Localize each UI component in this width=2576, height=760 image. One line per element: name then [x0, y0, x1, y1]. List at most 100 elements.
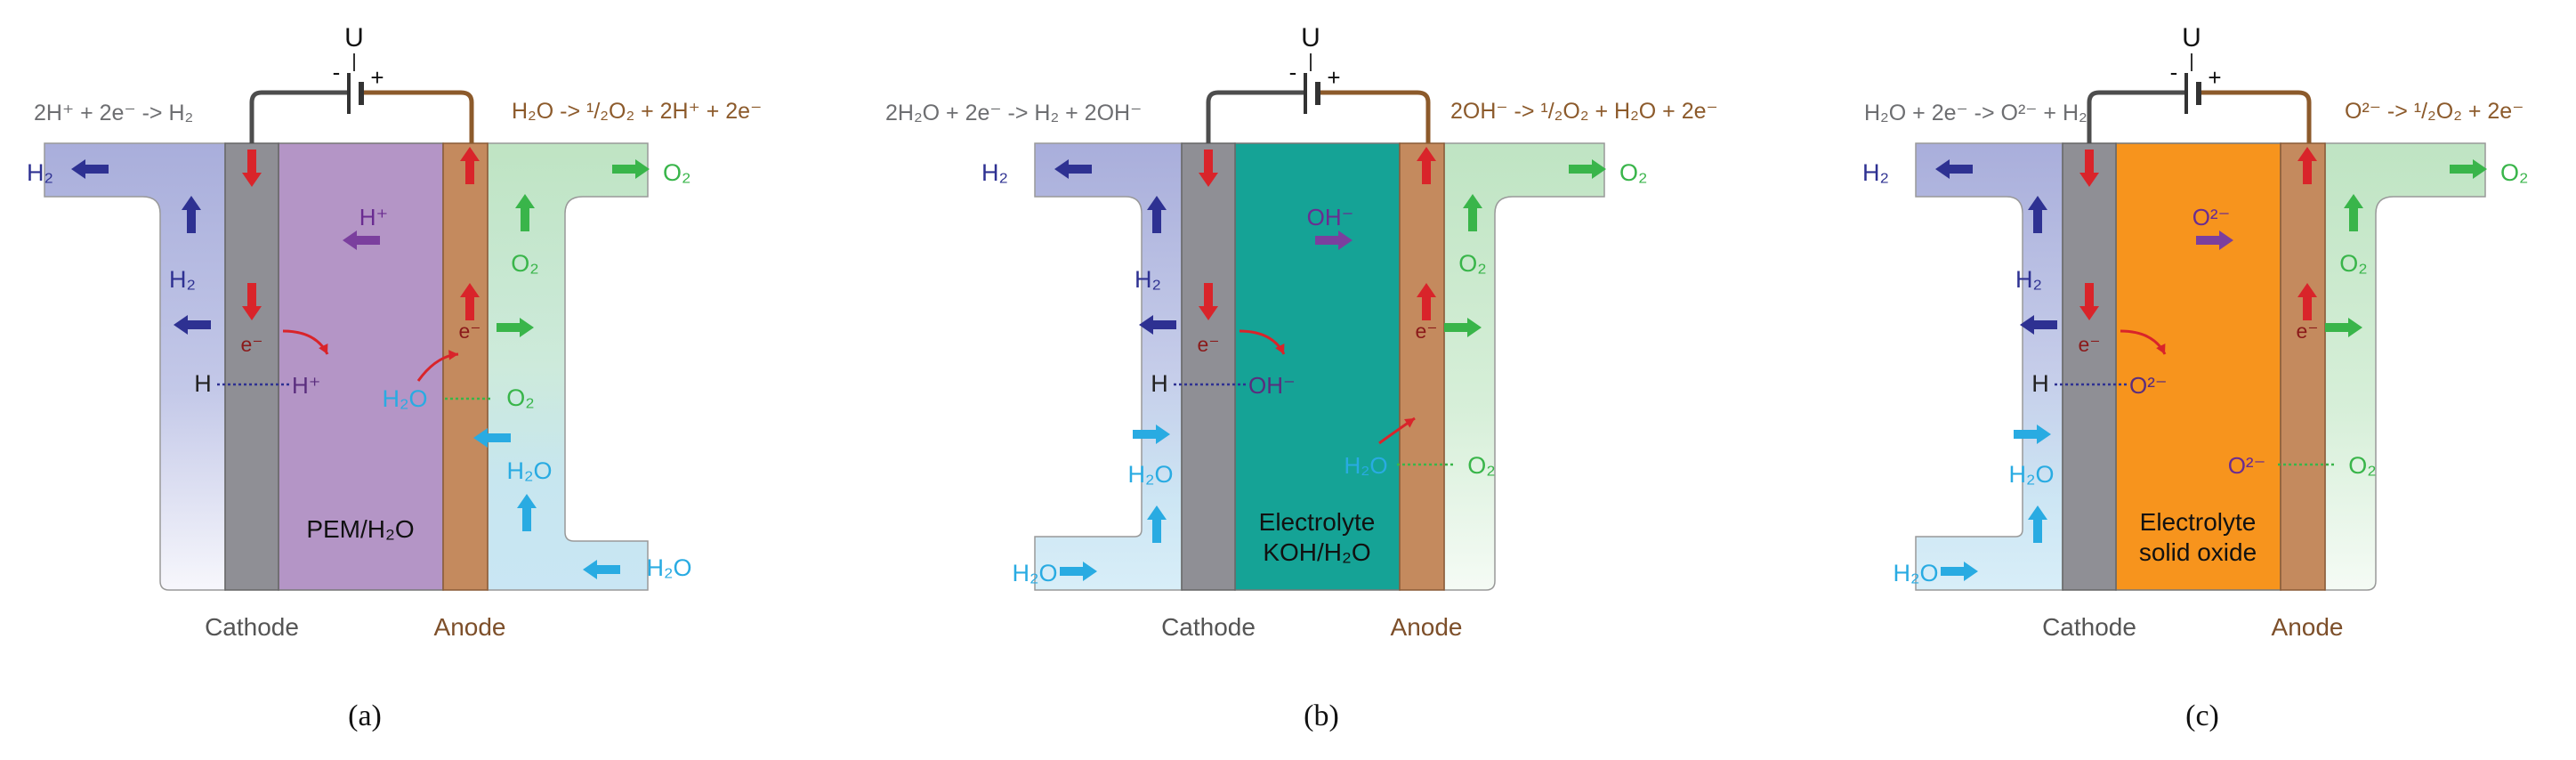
cathode-gas-channel — [1034, 142, 1183, 591]
electrolyte-label: KOH/H₂O — [1263, 538, 1370, 566]
h2-up-arrow — [182, 196, 201, 233]
h2o-label: H₂O — [1128, 461, 1174, 488]
h2o-inlet-label: H₂O — [647, 554, 692, 581]
electrolyte — [2115, 142, 2281, 591]
h2-outlet-arrow — [1054, 159, 1092, 179]
voltage-label: U — [2182, 23, 2201, 53]
o2-outlet-label: O₂ — [2500, 159, 2528, 186]
o2-outlet-label: O₂ — [1619, 159, 1647, 186]
o2-release-arrow — [1444, 318, 1482, 337]
electrolyte — [278, 142, 444, 591]
anode-reaction: O²⁻ -> ¹/₂O₂ + 2e⁻ — [2345, 99, 2524, 124]
cathode-electrode — [1181, 142, 1236, 591]
anode-gas-channel — [2324, 142, 2486, 591]
voltage-label: U — [344, 23, 364, 53]
anode-electron-label: e⁻ — [459, 319, 481, 343]
battery-minus-sign: - — [2170, 59, 2178, 85]
cathode-wire — [2087, 90, 2184, 143]
electron-label: e⁻ — [2079, 333, 2101, 356]
electron-up-arrow — [2297, 147, 2317, 184]
battery-minus-sign: - — [333, 59, 341, 85]
h2-up-arrow — [1147, 196, 1167, 233]
electron-up-arrow — [1417, 147, 1436, 184]
h2o-inlet-arrow — [1060, 562, 1097, 581]
electron-down-arrow-2 — [1199, 283, 1218, 320]
o2-label: O₂ — [511, 250, 538, 277]
o2-release-arrow — [497, 318, 534, 337]
electrolyte-ion-label: H⁺ — [359, 204, 389, 230]
cathode-ion-label: OH⁻ — [1248, 372, 1296, 399]
cathode-label: Cathode — [2042, 613, 2136, 641]
electrolyte-ion-label: OH⁻ — [1307, 204, 1354, 230]
ion-migration-arrow — [2196, 230, 2233, 250]
h2o-inflow-arrow — [1133, 424, 1170, 444]
cathode-electrode — [2062, 142, 2117, 591]
anode-o2-label: O₂ — [2348, 452, 2376, 479]
battery-plus-sign: + — [370, 64, 384, 91]
electron-down-arrow-2 — [2079, 283, 2099, 320]
electron-transfer-curve-head — [1275, 344, 1285, 354]
h2o-up-arrow — [2028, 505, 2047, 543]
h2o-up-arrow — [517, 494, 537, 531]
electron-up-arrow-2 — [460, 283, 480, 320]
h-atom-label: H — [194, 370, 212, 397]
h2o-inflow-arrow — [473, 428, 511, 448]
h2-outlet-arrow — [71, 159, 109, 179]
electron-transfer-curve-head — [319, 344, 328, 354]
electron-label: e⁻ — [1198, 333, 1220, 356]
electron-down-arrow — [242, 150, 262, 187]
electrolyte-ion-label: O²⁻ — [2192, 204, 2231, 230]
electron-label: e⁻ — [241, 333, 263, 356]
cathode-ion-label: H⁺ — [292, 372, 321, 399]
cathode-gas-channel — [44, 142, 226, 591]
electron-transfer-curve-head — [2156, 344, 2166, 354]
ion-migration-arrow — [343, 230, 380, 250]
anode-gas-channel — [1443, 142, 1605, 591]
panel-caption: (c) — [2185, 699, 2219, 732]
h2o-up-arrow — [1147, 505, 1167, 543]
cathode-wire — [1206, 90, 1304, 143]
anode-reactant-label: O²⁻ — [2228, 452, 2266, 479]
h2-outlet-label: H₂ — [27, 159, 53, 186]
anode-o2-label: O₂ — [506, 384, 534, 411]
cathode-reaction: 2H⁺ + 2e⁻ -> H₂ — [34, 101, 193, 125]
o2-up-arrow — [2344, 194, 2363, 231]
o2-up-arrow — [515, 194, 535, 231]
o2-outlet-arrow — [2450, 159, 2487, 179]
h2o-label: H₂O — [507, 457, 553, 484]
electron-up-arrow-2 — [2297, 283, 2317, 320]
h2o-inlet-label: H₂O — [1894, 560, 1939, 586]
anode-electron-curve-head — [1404, 418, 1415, 428]
anode-reactant-label: H₂O — [1344, 452, 1387, 479]
h2o-inflow-arrow — [2014, 424, 2051, 444]
voltage-label: U — [1301, 23, 1320, 53]
h-atom-label: H — [2031, 370, 2049, 397]
ion-migration-arrow — [1315, 230, 1353, 250]
h2o-label: H₂O — [2009, 461, 2055, 488]
electron-down-arrow — [1199, 150, 1218, 187]
h2o-inlet-label: H₂O — [1013, 560, 1058, 586]
panel-caption: (b) — [1304, 699, 1339, 732]
anode-electron-label: e⁻ — [1416, 319, 1438, 343]
h2-release-arrow — [2020, 315, 2057, 335]
cathode-reaction: H₂O + 2e⁻ -> O²⁻ + H₂ — [1864, 101, 2087, 125]
h2o-inlet-arrow — [1941, 562, 1978, 581]
electron-up-arrow — [460, 147, 480, 184]
anode-h2o-label: H₂O — [383, 385, 428, 412]
anode-electrode — [2280, 142, 2326, 591]
h2-outlet-arrow — [1935, 159, 1973, 179]
cathode-electrode — [224, 142, 279, 591]
cathode-label: Cathode — [205, 613, 299, 641]
h2-release-arrow — [174, 315, 211, 335]
o2-up-arrow — [1463, 194, 1482, 231]
h2-outlet-label: H₂ — [981, 159, 1008, 186]
h2-label: H₂ — [169, 266, 196, 293]
electrolyte-label: PEM/H₂O — [306, 515, 414, 543]
anode-label: Anode — [1391, 613, 1463, 641]
o2-outlet-label: O₂ — [663, 159, 690, 186]
electrolyte — [1234, 142, 1401, 591]
anode-electron-curve-head — [448, 350, 458, 360]
